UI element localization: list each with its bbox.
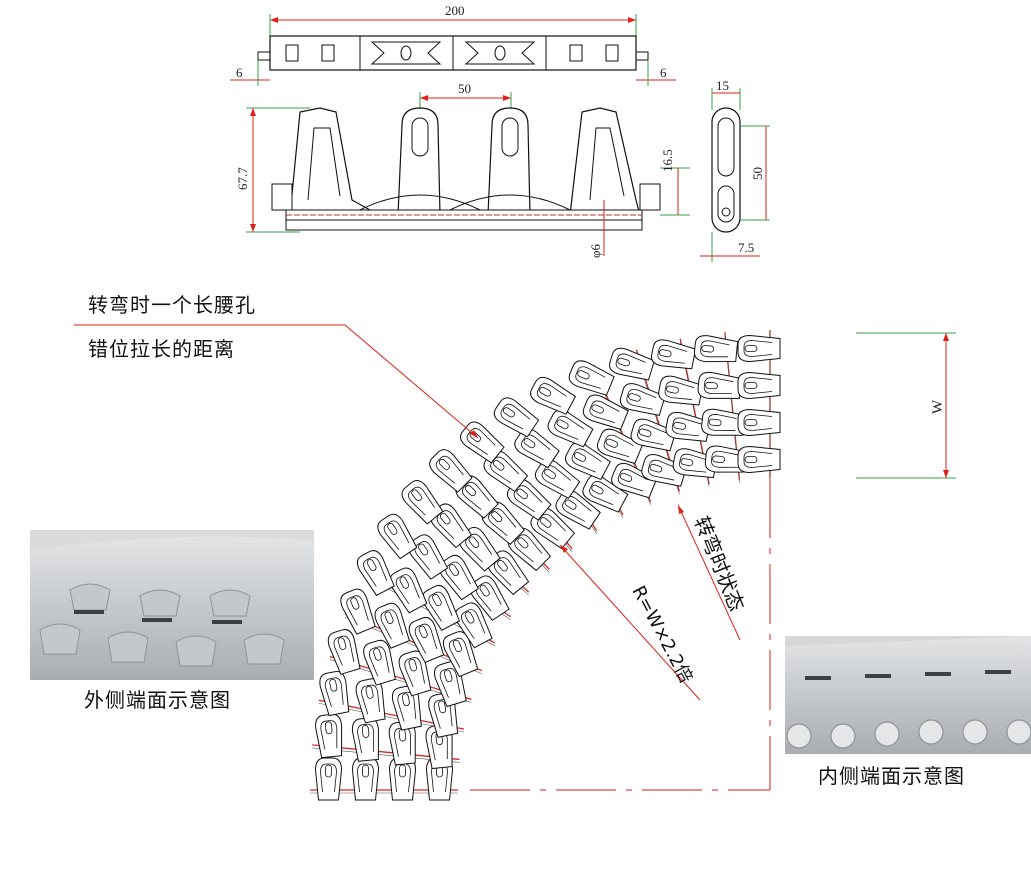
belt-module-row bbox=[353, 547, 496, 650]
belt-lug bbox=[606, 345, 656, 384]
dim-left-offset: 6 bbox=[236, 65, 243, 80]
belt-lug bbox=[353, 676, 389, 724]
belt-lug bbox=[314, 713, 346, 759]
outer-photo-caption: 外侧端面示意图 bbox=[84, 688, 231, 712]
annotation-leader bbox=[74, 324, 479, 439]
belt-lug bbox=[566, 357, 616, 399]
dim-overall-width: 200 bbox=[445, 3, 465, 18]
belt-module-row bbox=[649, 337, 719, 488]
belt-module-row bbox=[317, 669, 465, 739]
inner-side-photo bbox=[785, 636, 1031, 754]
end-view: 15 50 7.5 bbox=[700, 78, 770, 262]
belt-lug bbox=[737, 372, 781, 399]
dim-slot-length: 50 bbox=[750, 167, 765, 180]
top-view: 200 6 6 bbox=[230, 3, 676, 86]
belt-module-row bbox=[310, 757, 458, 801]
belt-lug bbox=[696, 370, 743, 402]
belt-module-row bbox=[606, 345, 688, 495]
radius-label: R=W×2.2倍 bbox=[628, 582, 697, 686]
belt-lug bbox=[737, 446, 781, 473]
belt-module-row bbox=[373, 510, 513, 623]
belt-module-row bbox=[397, 476, 532, 597]
belt-lug bbox=[325, 626, 364, 676]
belt-module-row bbox=[425, 445, 554, 574]
belt-lug bbox=[317, 669, 353, 717]
dim-height: 67.7 bbox=[235, 167, 250, 190]
belt-lug bbox=[337, 586, 379, 636]
belt-module-row bbox=[337, 586, 482, 679]
turning-state-label: 转弯时状态 bbox=[689, 513, 749, 615]
belt-module-row bbox=[693, 332, 750, 483]
belt-module-row bbox=[325, 626, 472, 708]
belt-module-row bbox=[527, 373, 630, 518]
dim-right-offset: 6 bbox=[660, 65, 667, 80]
belt-lug bbox=[693, 334, 739, 366]
belt-lug bbox=[656, 373, 704, 409]
dim-pin-dia: φ6 bbox=[588, 243, 603, 258]
belt-lug bbox=[352, 757, 379, 801]
dim-pitch: 50 bbox=[458, 81, 471, 96]
dim-width-w: W bbox=[930, 399, 946, 414]
belt-module-row bbox=[566, 357, 659, 505]
outer-side-photo bbox=[30, 530, 314, 680]
belt-module-row bbox=[312, 713, 460, 770]
curve-dimensions: W bbox=[470, 332, 956, 791]
belt-module-row bbox=[490, 393, 603, 534]
belt-module-row bbox=[737, 330, 781, 481]
inner-photo-caption: 内侧端面示意图 bbox=[818, 764, 965, 788]
side-view: 67.7 50 16.5 φ6 bbox=[235, 81, 690, 258]
dim-lug-height: 16.5 bbox=[660, 149, 675, 172]
annotation-line-2: 错位拉长的距离 bbox=[88, 337, 235, 361]
curved-belt bbox=[310, 330, 781, 801]
belt-lug bbox=[737, 409, 781, 436]
belt-lug bbox=[350, 716, 382, 763]
belt-module-row bbox=[456, 417, 577, 553]
belt-lug bbox=[649, 337, 697, 373]
belt-lug bbox=[315, 757, 342, 801]
dim-slot-offset: 7.5 bbox=[738, 240, 754, 255]
belt-lug bbox=[737, 335, 781, 362]
dim-thickness: 15 bbox=[716, 78, 729, 93]
annotation-line-1: 转弯时一个长腰孔 bbox=[88, 293, 256, 317]
